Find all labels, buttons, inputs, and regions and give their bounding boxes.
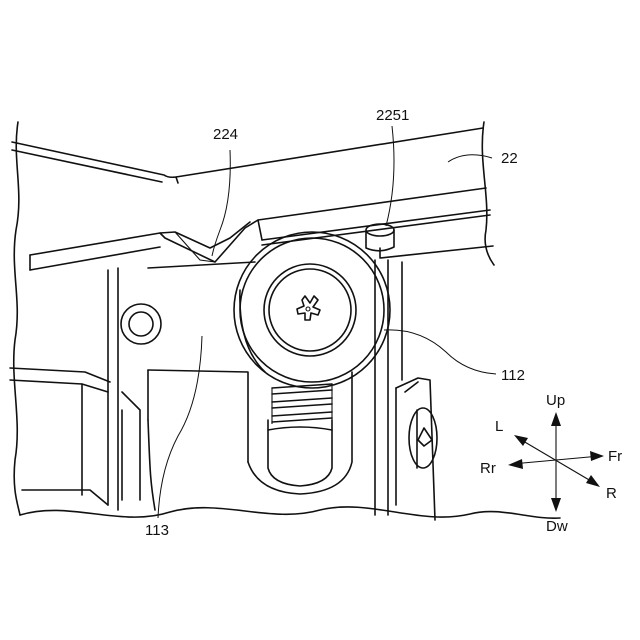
right-plate [375,260,435,520]
bracket-113 [108,262,255,510]
right-break-line [482,122,494,265]
leader-112 [384,330,496,374]
leader-2251 [386,126,394,226]
dir-right-label: R [606,485,617,502]
label-112: 112 [501,367,525,384]
arrow-rear-icon [508,459,523,469]
arrow-left-icon [514,435,528,446]
leader-113 [158,336,202,518]
dir-front-label: Fr [608,448,622,465]
dir-left-label: L [495,418,503,435]
label-22: 22 [501,150,518,167]
dir-down-label: Dw [546,518,568,535]
dir-up-label: Up [546,392,565,409]
bottom-break-line [20,507,560,518]
spring-plunger [248,372,352,494]
label-113: 113 [145,522,169,539]
left-structure [10,368,140,505]
dir-rear-label: Rr [480,460,496,477]
arrow-front-icon [590,451,604,461]
leader-lines [158,126,496,518]
arrow-down-icon [551,498,561,512]
left-break-line [14,122,20,515]
arrow-up-icon [551,412,561,426]
arrow-right-icon [586,475,600,487]
label-2251: 2251 [376,107,409,124]
direction-indicator: Up Dw L R Fr Rr [480,392,622,535]
roller-112 [234,232,390,388]
leader-22 [448,155,492,162]
cover-22 [12,128,493,270]
label-224: 224 [213,126,238,143]
